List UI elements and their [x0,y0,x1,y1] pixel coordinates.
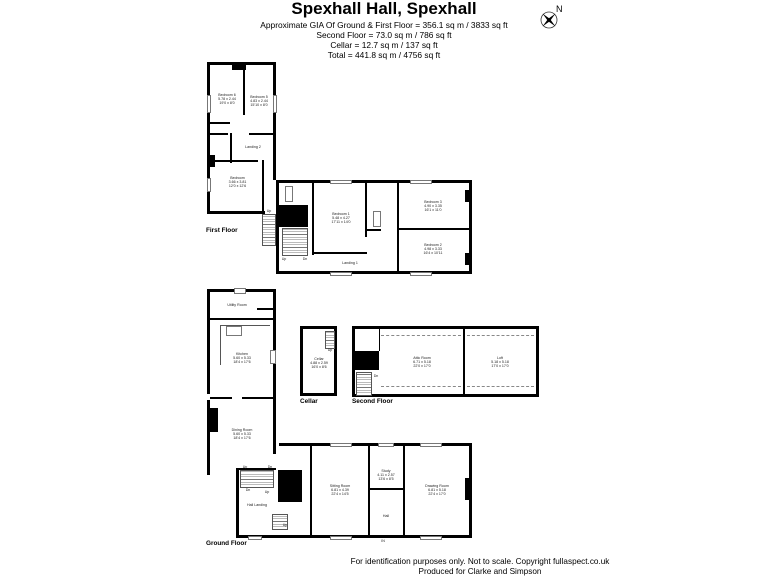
stair-label: Up [281,257,287,261]
compass-rose-icon [537,8,561,32]
entrance-label: IN [381,539,385,543]
area-line-4: Total = 441.8 sq m / 4756 sq ft [327,50,441,60]
stair-label: Dn [245,488,251,492]
area-line-2: Second Floor = 73.0 sq m / 786 sq ft [316,30,452,40]
disclaimer-text: For identification purposes only. Not to… [350,557,610,566]
floor-label-ground: Ground Floor [206,540,247,547]
room-label: Utility Room [227,303,247,307]
stair-label: Dn [302,257,308,261]
floor-label-cellar: Cellar [300,398,318,405]
stair-label: Up [242,465,248,469]
stair-label: Dn [267,465,273,469]
floor-label-second: Second Floor [352,398,393,405]
stair-label: Up [266,209,272,213]
stair-label: Up [327,348,333,352]
room-label: Landing 1 [342,261,358,265]
plan-title: Spexhall Hall, Spexhall [291,0,477,18]
room-label: Landing 2 [245,145,261,149]
area-line-3: Cellar = 12.7 sq m / 137 sq ft [330,40,438,50]
area-line-1: Approximate GIA Of Ground & First Floor … [260,20,508,30]
stair-label: Up [282,523,288,527]
stair-label: Up [264,490,270,494]
compass-north-label: N [556,4,563,14]
room-label: Hall Landing [247,503,267,507]
floor-label-first: First Floor [206,227,238,234]
produced-for-text: Produced for Clarke and Simpson [418,567,542,576]
room-label: Hall [382,514,390,518]
stair-label: Dn [373,374,379,378]
